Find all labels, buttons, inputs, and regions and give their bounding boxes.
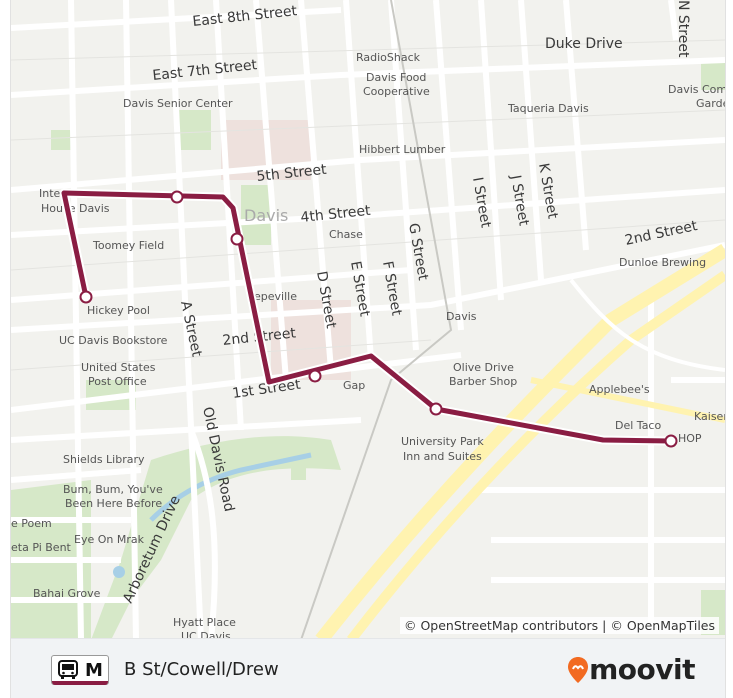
- moovit-logo-text: moovit: [589, 653, 695, 686]
- street-label-n-street: N Street: [675, 0, 691, 58]
- poi-post-office: Post Office: [88, 375, 147, 388]
- street-label-5th-street: 5th Street: [256, 162, 328, 185]
- poi-bahai-grove: Bahai Grove: [33, 587, 101, 600]
- poi-taqueria-davis: Taqueria Davis: [507, 102, 589, 115]
- poi-uc-davis-hyatt: UC Davis: [181, 630, 231, 638]
- map-attribution[interactable]: © OpenStreetMap contributors | © OpenMap…: [399, 617, 719, 634]
- map-frame: East 8th Street East 7th Street 5th Stre…: [10, 0, 726, 698]
- map-area[interactable]: East 8th Street East 7th Street 5th Stre…: [11, 0, 725, 645]
- poi-bum-1: Bum, Bum, You've: [63, 483, 163, 496]
- poi-united-states: United States: [81, 361, 156, 374]
- route-footer: M B St/Cowell/Drew moovit: [11, 638, 725, 698]
- route-color-bar: [52, 681, 108, 685]
- poi-davis-com: Davis Com: [668, 83, 725, 96]
- poi-chase: Chase: [329, 228, 363, 241]
- poi-toomey-field: Toomey Field: [92, 239, 164, 252]
- poi-davis-town: Davis: [446, 310, 477, 323]
- poi-davis-food-1: Davis Food: [366, 71, 426, 84]
- poi-hop: HOP: [678, 432, 702, 445]
- bus-icon: [58, 660, 79, 679]
- poi-hibbert-lumber: Hibbert Lumber: [359, 143, 446, 156]
- poi-university-park-1: University Park: [401, 435, 484, 448]
- poi-applebees: Applebee's: [589, 383, 650, 396]
- poi-uc-davis-bookstore: UC Davis Bookstore: [59, 334, 168, 347]
- poi-house-davis: House Davis: [41, 202, 110, 215]
- moovit-pin-icon: [568, 656, 589, 683]
- poi-hickey-pool: Hickey Pool: [87, 304, 150, 317]
- route-stop[interactable]: [170, 190, 184, 204]
- poi-eye-on-mrak: Eye On Mrak: [74, 533, 145, 546]
- poi-poem: e Poem: [11, 517, 52, 530]
- route-stop[interactable]: [308, 369, 322, 383]
- route-stop[interactable]: [230, 232, 244, 246]
- poi-pepeville: epeville: [254, 290, 297, 303]
- route-line: [59, 188, 676, 446]
- poi-barber-shop: Barber Shop: [449, 375, 517, 388]
- streets: [11, 0, 725, 641]
- poi-radioshack: RadioShack: [356, 51, 421, 64]
- moovit-logo[interactable]: moovit: [567, 653, 695, 686]
- poi-inter: Inter: [39, 187, 65, 200]
- poi-dunloe-brewing: Dunloe Brewing: [619, 256, 706, 269]
- route-stop[interactable]: [79, 290, 93, 304]
- poi-olive-drive: Olive Drive: [453, 361, 514, 374]
- poi-university-park-2: Inn and Suites: [403, 450, 482, 463]
- street-label-4th-street: 4th Street: [300, 203, 372, 226]
- poi-davis-food-2: Cooperative: [363, 85, 430, 98]
- poi-gap: Gap: [343, 379, 365, 392]
- route-stop[interactable]: [664, 434, 678, 448]
- poi-garde: Garde: [696, 97, 725, 110]
- map-canvas: East 8th Street East 7th Street 5th Stre…: [11, 0, 725, 645]
- poi-eta-pi-bent: eta Pi Bent: [11, 541, 72, 554]
- poi-davis-senior-center: Davis Senior Center: [123, 97, 233, 110]
- street-label-duke-drive: Duke Drive: [545, 36, 623, 52]
- poi-del-taco: Del Taco: [615, 419, 661, 432]
- route-badge[interactable]: M: [51, 655, 109, 685]
- route-stop[interactable]: [429, 402, 443, 416]
- route-letter: M: [85, 659, 103, 681]
- poi-kaiser: Kaiser: [694, 410, 725, 423]
- route-name: B St/Cowell/Drew: [124, 659, 279, 680]
- poi-davis-city: Davis: [244, 206, 288, 225]
- poi-bum-2: Been Here Before: [65, 497, 162, 510]
- poi-hyatt-place: Hyatt Place: [173, 616, 236, 629]
- poi-shields-library: Shields Library: [63, 453, 145, 466]
